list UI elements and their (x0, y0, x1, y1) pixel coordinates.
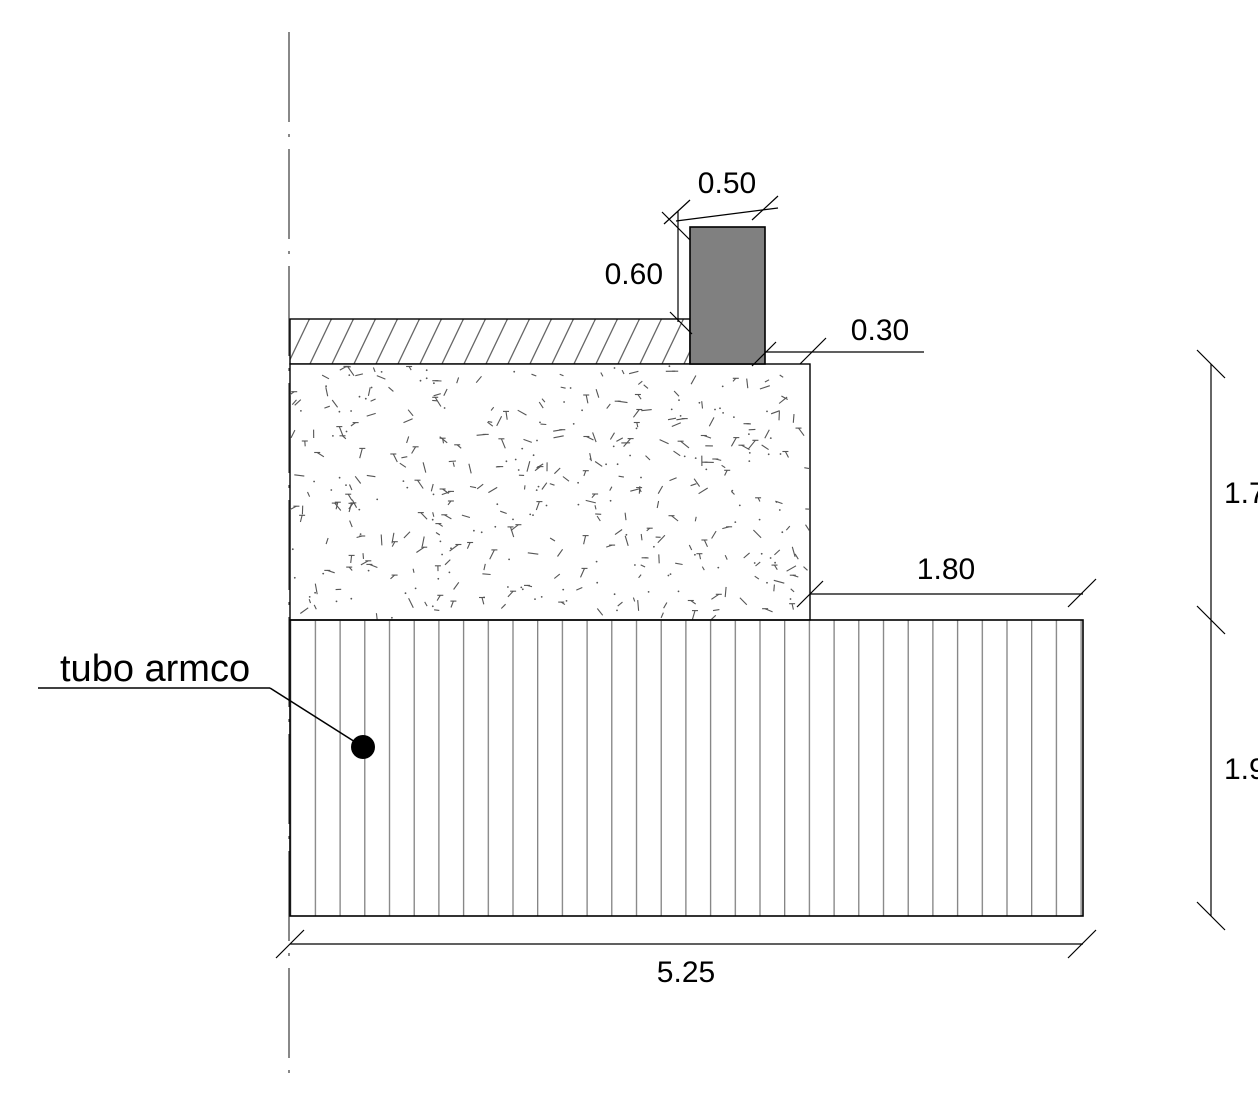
dimension-label-fill-height: 1.7 (1224, 477, 1258, 510)
dimension-curb-height: 0.60 (605, 211, 693, 335)
granular-fill-layer (289, 363, 811, 621)
dimension-label-curb-height: 0.60 (605, 258, 663, 291)
dimension-label-step-width: 1.80 (917, 553, 975, 586)
dimension-curb-width: 0.50 (663, 167, 779, 225)
callout-marker-dot (351, 735, 375, 759)
dimension-total-width: 5.25 (275, 929, 1097, 989)
armco-pipe (289, 619, 1084, 917)
dimension-label-curb-offset: 0.30 (851, 314, 909, 347)
dimension-label-pipe-height: 1.9 (1224, 753, 1258, 786)
dimension-curb-offset: 0.30 (751, 314, 924, 367)
dimension-vertical-chain: 1.7 1.9 (1196, 349, 1258, 931)
dimension-label-total-width: 5.25 (657, 956, 715, 989)
pavement-layer (289, 318, 691, 365)
dimension-step-width: 1.80 (796, 553, 1097, 608)
callout-tubo-armco: tubo armco (38, 648, 375, 759)
callout-label: tubo armco (60, 648, 250, 690)
curb-block (689, 226, 766, 365)
dimension-label-curb-width: 0.50 (698, 167, 756, 200)
